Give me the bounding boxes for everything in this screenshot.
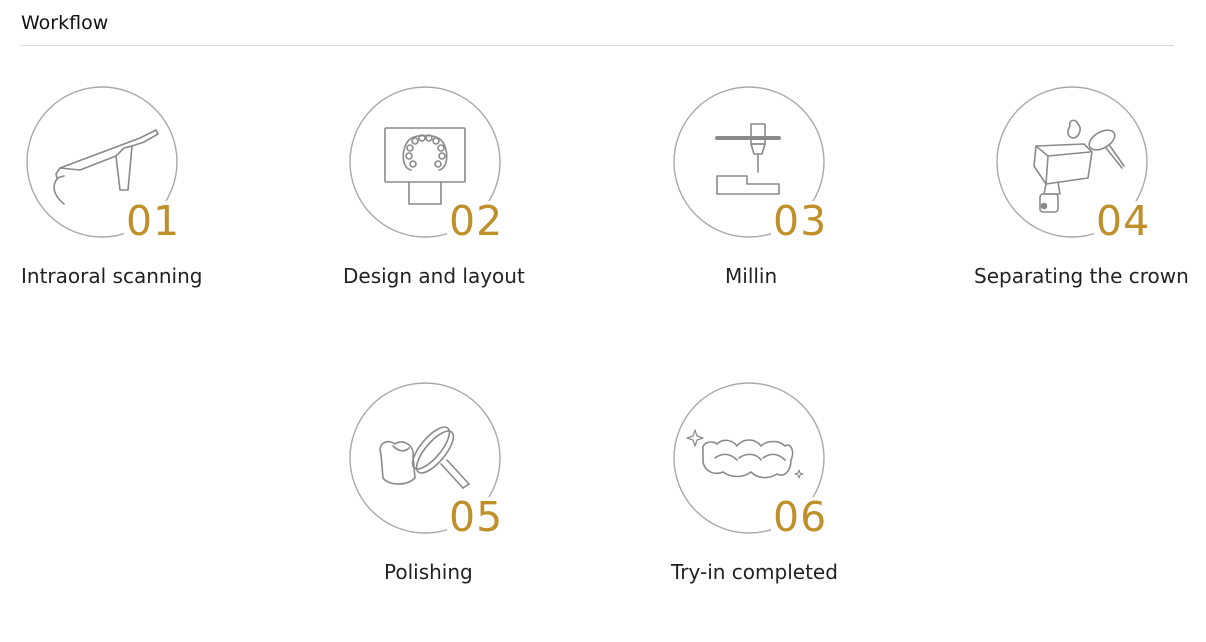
workflow-step-3: 03 Millin xyxy=(667,86,847,316)
sparkling-teeth-icon xyxy=(673,382,825,534)
step-label: Design and layout xyxy=(343,264,525,288)
workflow-step-2: 02 Design and layout xyxy=(343,86,525,316)
step-number: 02 xyxy=(447,197,506,245)
step-number: 06 xyxy=(771,493,830,541)
intraoral-scanner-icon xyxy=(26,86,178,238)
step-label: Try-in completed xyxy=(671,560,838,584)
step-number: 01 xyxy=(124,197,183,245)
step-label: Intraoral scanning xyxy=(21,264,203,288)
workflow-step-6: 06 Try-in completed xyxy=(667,382,847,612)
step-label: Polishing xyxy=(384,560,473,584)
workflow-step-5: 05 Polishing xyxy=(343,382,523,612)
step-number: 03 xyxy=(771,197,830,245)
monitor-dental-arch-icon xyxy=(349,86,501,238)
workflow-step-1: 01 Intraoral scanning xyxy=(20,86,203,316)
crown-separating-tool-icon xyxy=(996,86,1148,238)
step-label: Millin xyxy=(725,264,778,288)
step-number: 04 xyxy=(1094,197,1153,245)
step-label: Separating the crown xyxy=(974,264,1189,288)
workflow-step-4: 04 Separating the crown xyxy=(974,86,1189,316)
section-title: Workflow xyxy=(21,12,109,34)
section-divider xyxy=(20,45,1174,46)
polishing-tool-icon xyxy=(349,382,501,534)
milling-machine-icon xyxy=(673,86,825,238)
step-number: 05 xyxy=(447,493,506,541)
